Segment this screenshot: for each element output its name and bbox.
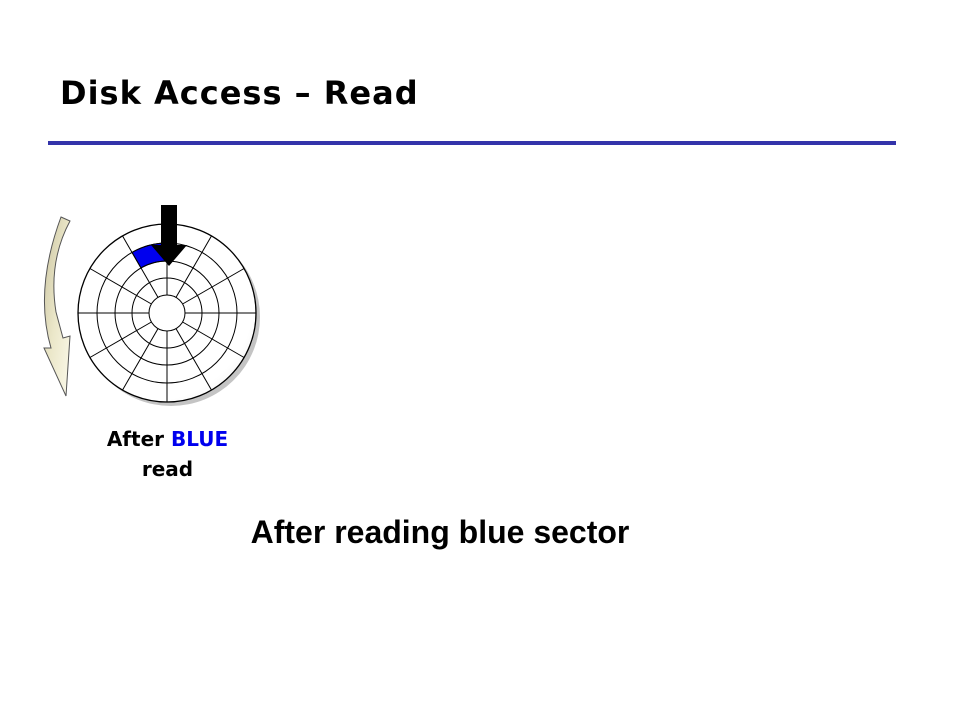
sector-line [175,235,212,298]
disk-caption: After BLUE read [70,424,265,484]
disk-diagram [43,205,260,406]
title-divider [48,141,896,145]
caption-suffix: read [141,457,194,481]
platter-lines [78,224,256,402]
caption-highlight: BLUE [170,427,229,451]
sector-line [175,328,212,391]
rotation-arrow-icon [43,216,71,397]
main-caption: After reading blue sector [250,514,630,550]
sector-line [122,328,159,391]
slide-title: Disk Access – Read [60,74,419,112]
sector-line [89,268,152,305]
sector-line [122,235,159,298]
read-head-arrow-icon [151,205,187,266]
sector-line [182,321,245,358]
sector-line [89,321,152,358]
sector-line [182,268,245,305]
caption-prefix: After [106,427,164,451]
